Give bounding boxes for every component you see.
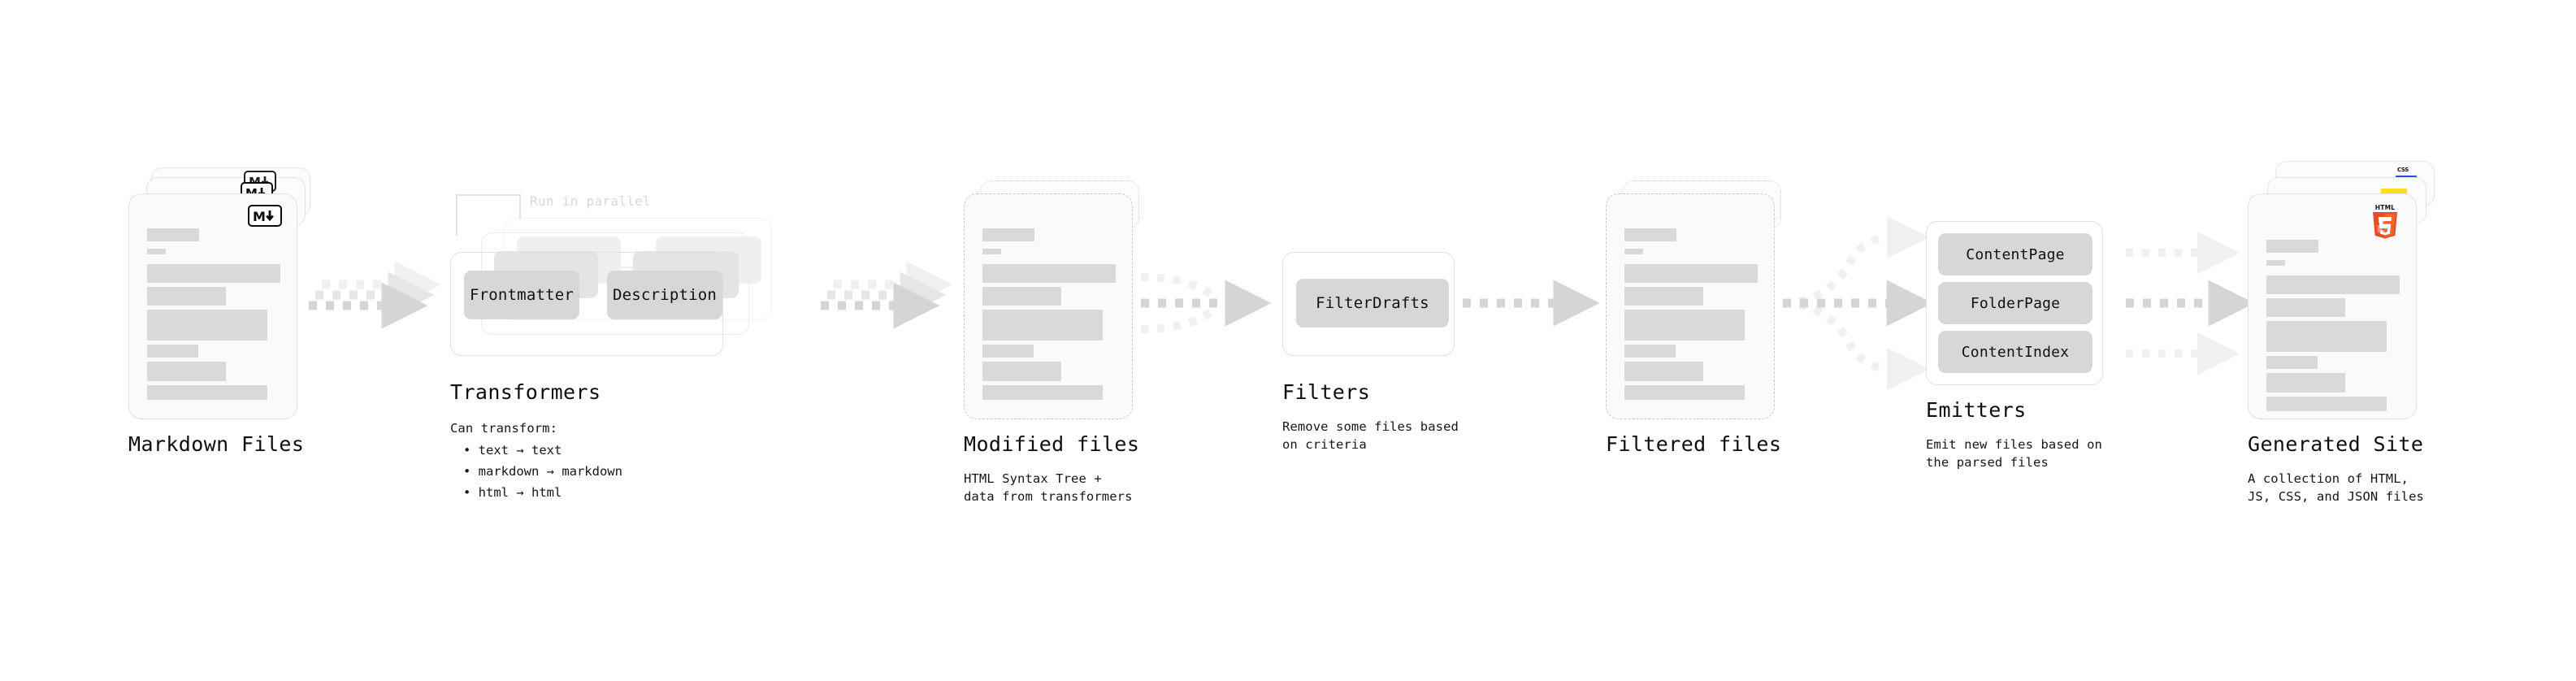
transformer-card-front[interactable]: Frontmatter Description bbox=[450, 252, 723, 356]
css-badge-label: CSS bbox=[2397, 167, 2409, 173]
pill-contentpage[interactable]: ContentPage bbox=[1938, 233, 2092, 275]
emitters-card[interactable]: ContentPage FolderPage ContentIndex bbox=[1926, 221, 2103, 385]
filtered-document-card bbox=[1606, 193, 1775, 419]
pill-frontmatter[interactable]: Frontmatter bbox=[464, 271, 579, 319]
stage-filters: FilterDrafts Filters Remove some files b… bbox=[1282, 252, 1459, 452]
stage-modified-files: Modified files HTML Syntax Tree + data f… bbox=[0, 0, 1186, 681]
transformers-bullet-1: • markdown → markdown bbox=[463, 464, 622, 479]
markdown-content-lines bbox=[147, 228, 282, 407]
stage-title-emitters: Emitters bbox=[1926, 398, 2027, 422]
modified-files-subtitle: HTML Syntax Tree + data from transformer… bbox=[964, 471, 1133, 504]
stage-title-modified-files: Modified files bbox=[964, 432, 1140, 456]
filtered-content-lines bbox=[1624, 228, 1759, 407]
filters-subtitle: Remove some files based on criteria bbox=[1282, 419, 1459, 452]
stage-title-transformers: Transformers bbox=[450, 380, 601, 404]
stage-title-filters: Filters bbox=[1282, 380, 1371, 404]
pill-description[interactable]: Description bbox=[607, 271, 722, 319]
stage-transformers: Run in parallel Frontmatter Description … bbox=[0, 0, 821, 681]
run-in-parallel-annotation: Run in parallel bbox=[530, 193, 651, 209]
filters-card[interactable]: FilterDrafts bbox=[1282, 252, 1455, 356]
transformers-bullet-0: • text → text bbox=[463, 443, 562, 458]
pill-contentindex[interactable]: ContentIndex bbox=[1938, 331, 2092, 373]
stage-markdown-files: M M M bbox=[0, 0, 325, 681]
generated-site-subtitle: A collection of HTML, JS, CSS, and JSON … bbox=[2248, 471, 2424, 504]
modified-content-lines bbox=[982, 228, 1117, 407]
svg-text:HTML: HTML bbox=[2375, 204, 2395, 211]
transformers-subtitle: Can transform: bbox=[450, 421, 558, 436]
html5-badge: HTML bbox=[2373, 204, 2397, 239]
svg-text:M: M bbox=[253, 209, 266, 223]
emitters-subtitle: Emit new files based on the parsed files bbox=[1926, 437, 2102, 470]
stage-title-generated-site: Generated Site bbox=[2248, 432, 2424, 456]
generated-site-content-lines bbox=[2266, 240, 2401, 419]
markdown-document-card: M bbox=[128, 193, 297, 419]
transformers-bullet-2: • html → html bbox=[463, 485, 562, 500]
pill-folderpage[interactable]: FolderPage bbox=[1938, 282, 2092, 324]
generated-site-document-card: HTML bbox=[2248, 193, 2417, 419]
modified-document-card bbox=[964, 193, 1133, 419]
stage-emitters: ContentPage FolderPage ContentIndex Emit… bbox=[1926, 221, 2103, 470]
markdown-badge: M bbox=[248, 205, 282, 227]
stage-filtered-files: Filtered files bbox=[1606, 180, 1782, 456]
pill-filterdrafts[interactable]: FilterDrafts bbox=[1296, 279, 1449, 327]
stage-title-markdown-files: Markdown Files bbox=[128, 432, 305, 456]
stage-title-filtered-files: Filtered files bbox=[1606, 432, 1782, 456]
